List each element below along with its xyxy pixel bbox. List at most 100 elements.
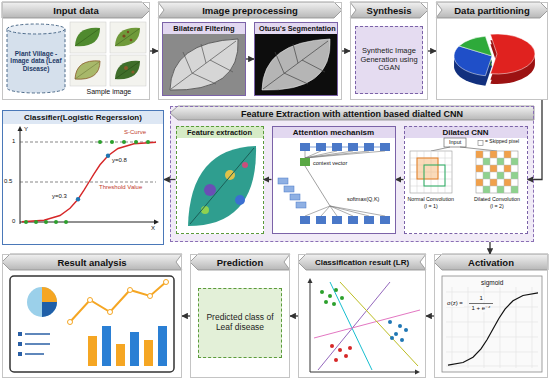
stage-heading: Result analysis	[3, 255, 181, 271]
plot-title: sigmoid	[481, 279, 503, 286]
dilated-convolution-grids	[504, 179, 511, 186]
dilated-convolution-grids	[476, 151, 518, 193]
header-chevron	[2, 2, 150, 18]
feature-leaf-image	[235, 195, 245, 205]
feature-leaf-image	[190, 148, 254, 224]
result-dashboard-icon	[144, 340, 153, 366]
dilated-convolution-grids	[511, 158, 518, 165]
attention-diagram	[284, 186, 294, 192]
flow-arrow	[342, 50, 350, 51]
feature-leaf-image	[188, 146, 256, 226]
dilated-convolution-grids	[431, 147, 497, 151]
feature-leaf-image	[204, 184, 216, 196]
result-dashboard-icon	[102, 326, 111, 366]
axis-title: Y	[24, 126, 28, 133]
result-dashboard-icon	[88, 336, 97, 366]
attention-diagram	[364, 216, 374, 224]
flow-arrow	[426, 315, 434, 316]
attention-diagram	[296, 202, 306, 208]
attention-diagram	[300, 216, 310, 224]
box-label: Synthetic Image Generation using CGAN	[359, 47, 419, 73]
attention-diagram	[316, 216, 326, 224]
panel-fill	[254, 22, 338, 34]
dilated-convolution-grids	[478, 141, 483, 146]
result-dashboard-icon	[25, 343, 50, 345]
stage-heading: Classifier(Logistic Regerssion)	[3, 111, 163, 125]
flow-arrow	[396, 179, 404, 180]
scatter-plot	[390, 336, 394, 340]
scatter-plot	[415, 370, 420, 375]
dilated-convolution-grids	[476, 151, 518, 193]
stage-panel: Image preprocessingBilateral FilteringOt…	[158, 2, 342, 100]
leaf-sample-image	[127, 31, 129, 33]
panel-fill	[162, 22, 246, 34]
header-chevron	[190, 254, 290, 270]
segmented-leaf-image	[255, 34, 337, 95]
dilated-convolution-grids	[504, 165, 511, 172]
database-cylinder	[7, 24, 65, 34]
result-dashboard-icon	[25, 333, 50, 335]
attention-diagram	[380, 216, 390, 224]
sigmoid-activation-plot	[442, 276, 542, 372]
panel-fill	[355, 26, 423, 94]
process-box: Feature extraction	[176, 126, 264, 234]
diagram-note: context vector	[312, 160, 348, 166]
sigmoid-chart	[98, 140, 102, 144]
dilated-convolution-grids	[476, 179, 483, 186]
dilated-convolution-grids	[497, 186, 504, 193]
grid-caption: (l = 1)	[423, 203, 439, 209]
sigmoid-chart	[134, 140, 138, 144]
attention-diagram	[316, 143, 326, 151]
flow-arrow	[290, 315, 298, 316]
attention-diagram	[348, 216, 358, 224]
attention-diagram	[380, 143, 390, 151]
grid-caption: Normal Convolution	[407, 196, 456, 202]
stage-heading: Bilateral Filtering	[163, 23, 245, 35]
attention-diagram	[300, 147, 390, 148]
leaf-sample-image	[75, 62, 99, 79]
sigmoid-activation-plot	[469, 303, 493, 304]
leaf-sample-image	[124, 66, 128, 70]
legend-note: = Skipped pixel	[485, 139, 519, 145]
dilated-convolution-grids	[476, 151, 483, 158]
attention-diagram	[332, 143, 342, 151]
image-caption: Sample image	[86, 88, 133, 96]
threshold-label: Threshold Value	[98, 184, 143, 191]
flow-arrow	[528, 100, 543, 180]
stage-heading: Attention mechanism	[273, 127, 395, 139]
stage-panel: SynthesisSynthetic Image Generation usin…	[350, 2, 428, 100]
panel-fill	[272, 126, 396, 138]
header-chevron	[158, 2, 342, 18]
scatter-plot	[334, 358, 338, 362]
header-chevron	[434, 254, 548, 270]
dilated-convolution-grids	[444, 138, 466, 147]
leaf-sample-image	[70, 55, 106, 86]
leaf-sample-image	[130, 39, 133, 42]
scatter-plot	[338, 348, 342, 352]
header-chevron	[2, 2, 548, 270]
result-dashboard-icon	[10, 276, 174, 372]
attention-diagram	[300, 143, 310, 151]
attention-diagram	[278, 143, 390, 224]
header-chevron	[2, 254, 182, 270]
attention-diagram	[305, 151, 385, 158]
result-dashboard-icon	[18, 342, 22, 346]
formula-text: 1 + e⁻ᶻ	[471, 305, 492, 312]
stage-heading: Feature Extraction with attention based …	[171, 107, 533, 121]
stage-heading: Input data	[3, 3, 149, 19]
scatter-plot	[332, 302, 336, 306]
curve-label: S-Curve	[124, 129, 146, 136]
segmented-leaf-image	[262, 39, 330, 90]
output-box: Predicted class of Leaf disease	[198, 288, 282, 358]
result-dashboard-icon	[10, 276, 174, 372]
dilated-convolution-grids	[497, 158, 504, 165]
dilated-convolution-grids	[504, 151, 511, 158]
stage-panel: Result analysis	[2, 254, 182, 378]
scatter-plot	[348, 346, 352, 350]
attention-diagram	[290, 194, 300, 200]
result-dashboard-icon	[158, 326, 167, 366]
process-box: Otusu's Segmentation	[254, 22, 338, 96]
attention-diagram	[278, 178, 288, 184]
